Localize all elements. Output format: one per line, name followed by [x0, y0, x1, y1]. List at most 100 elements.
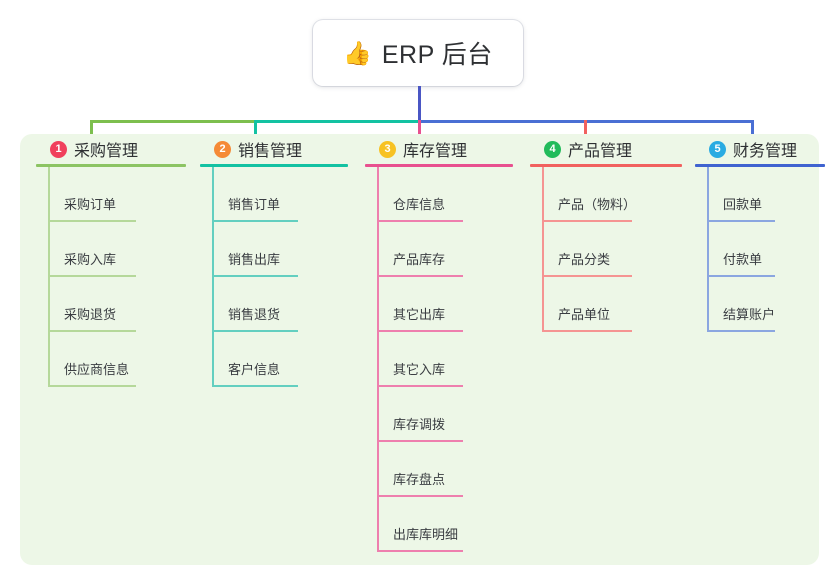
leaf-item-label: 付款单 [723, 252, 763, 267]
leaf-item[interactable]: 客户信息 [200, 332, 348, 387]
root-node[interactable]: 👍 ERP 后台 [313, 20, 523, 86]
branch-title: 产品管理 [568, 143, 633, 160]
branch-title: 库存管理 [403, 143, 468, 160]
branch-underline [36, 164, 186, 167]
leaf-item[interactable]: 其它出库 [365, 277, 513, 332]
leaf-item-underline [377, 220, 463, 222]
leaf-item-underline [48, 385, 136, 387]
branch-drop-3 [418, 120, 421, 147]
leaf-item-label: 其它入库 [393, 362, 446, 377]
leaf-item-underline [377, 440, 463, 442]
branch-underline [530, 164, 682, 167]
leaf-item[interactable]: 供应商信息 [36, 332, 186, 387]
leaf-item[interactable]: 采购入库 [36, 222, 186, 277]
leaf-item-underline [377, 385, 463, 387]
branch-drop-2 [254, 120, 257, 147]
branch-items: 回款单付款单结算账户 [695, 167, 825, 332]
leaf-item-underline [212, 330, 298, 332]
thumbs-up-icon: 👍 [343, 39, 372, 66]
leaf-item-underline [542, 275, 632, 277]
branch-spine [377, 167, 379, 552]
branch-number-badge: 2 [214, 140, 231, 158]
branch-title: 财务管理 [733, 143, 798, 160]
branch-number-badge: 4 [544, 140, 561, 158]
leaf-item-label: 销售出库 [228, 252, 281, 267]
leaf-item[interactable]: 销售出库 [200, 222, 348, 277]
leaf-item-label: 库存调拨 [393, 417, 446, 432]
leaf-item-underline [707, 275, 775, 277]
leaf-item-underline [707, 330, 775, 332]
leaf-item-label: 出库库明细 [393, 527, 459, 542]
leaf-item[interactable]: 产品（物料） [530, 167, 682, 222]
leaf-item[interactable]: 回款单 [695, 167, 825, 222]
leaf-item-label: 采购订单 [64, 197, 117, 212]
leaf-item[interactable]: 采购订单 [36, 167, 186, 222]
branch-bar-segment-2 [254, 120, 420, 123]
leaf-item-label: 产品单位 [558, 307, 611, 322]
branch-spine [212, 167, 214, 387]
branch-drop-5 [751, 120, 754, 147]
branch-column-3: 3 库存管理仓库信息产品库存其它出库其它入库库存调拨库存盘点出库库明细 [365, 134, 513, 552]
branch-bar-segment-1 [90, 120, 256, 123]
branch-items: 仓库信息产品库存其它出库其它入库库存调拨库存盘点出库库明细 [365, 167, 513, 552]
leaf-item[interactable]: 产品单位 [530, 277, 682, 332]
branch-header-5[interactable]: 5 财务管理 [695, 134, 825, 164]
branch-underline [365, 164, 513, 167]
leaf-item[interactable]: 结算账户 [695, 277, 825, 332]
leaf-item-label: 其它出库 [393, 307, 446, 322]
branch-header-3[interactable]: 3 库存管理 [365, 134, 513, 164]
leaf-item-underline [542, 220, 632, 222]
branch-items: 产品（物料） 产品分类产品单位 [530, 167, 682, 332]
leaf-item[interactable]: 其它入库 [365, 332, 513, 387]
leaf-item-label: 仓库信息 [393, 197, 446, 212]
branch-number-badge: 5 [709, 140, 726, 158]
leaf-item-underline [377, 275, 463, 277]
root-title: ERP 后台 [381, 41, 493, 69]
branch-spine [48, 167, 50, 387]
branch-underline [695, 164, 825, 167]
leaf-item-underline [377, 550, 463, 552]
branch-underline [200, 164, 348, 167]
leaf-item[interactable]: 产品库存 [365, 222, 513, 277]
root-stem-connector [418, 86, 421, 123]
leaf-item-underline [542, 330, 632, 332]
branch-spine [707, 167, 709, 332]
leaf-item-underline [212, 385, 298, 387]
branch-items: 销售订单销售出库销售退货客户信息 [200, 167, 348, 387]
leaf-item-label: 采购退货 [64, 307, 117, 322]
leaf-item[interactable]: 仓库信息 [365, 167, 513, 222]
leaf-item-label: 回款单 [723, 197, 763, 212]
leaf-item-label: 客户信息 [228, 362, 281, 377]
branch-header-4[interactable]: 4 产品管理 [530, 134, 682, 164]
leaf-item-underline [707, 220, 775, 222]
leaf-item-label: 结算账户 [723, 307, 776, 322]
branch-number-badge: 1 [50, 140, 67, 158]
leaf-item[interactable]: 销售订单 [200, 167, 348, 222]
leaf-item[interactable]: 付款单 [695, 222, 825, 277]
branch-items: 采购订单采购入库采购退货供应商信息 [36, 167, 186, 387]
leaf-item-underline [212, 275, 298, 277]
leaf-item-label: 产品分类 [558, 252, 611, 267]
branch-drop-1 [90, 120, 93, 147]
branch-spine [542, 167, 544, 332]
branch-drop-4 [584, 120, 587, 147]
leaf-item-label: 供应商信息 [64, 362, 130, 377]
leaf-item[interactable]: 库存调拨 [365, 387, 513, 442]
leaf-item-label: 库存盘点 [393, 472, 446, 487]
branch-number-badge: 3 [379, 140, 396, 158]
leaf-item-label: 采购入库 [64, 252, 117, 267]
leaf-item[interactable]: 销售退货 [200, 277, 348, 332]
leaf-item[interactable]: 产品分类 [530, 222, 682, 277]
leaf-item-label: 产品（物料） [558, 197, 637, 212]
leaf-item[interactable]: 库存盘点 [365, 442, 513, 497]
leaf-item-label: 产品库存 [393, 252, 446, 267]
branch-column-4: 4 产品管理产品（物料） 产品分类产品单位 [530, 134, 682, 332]
leaf-item-label: 销售退货 [228, 307, 281, 322]
leaf-item[interactable]: 采购退货 [36, 277, 186, 332]
leaf-item[interactable]: 出库库明细 [365, 497, 513, 552]
